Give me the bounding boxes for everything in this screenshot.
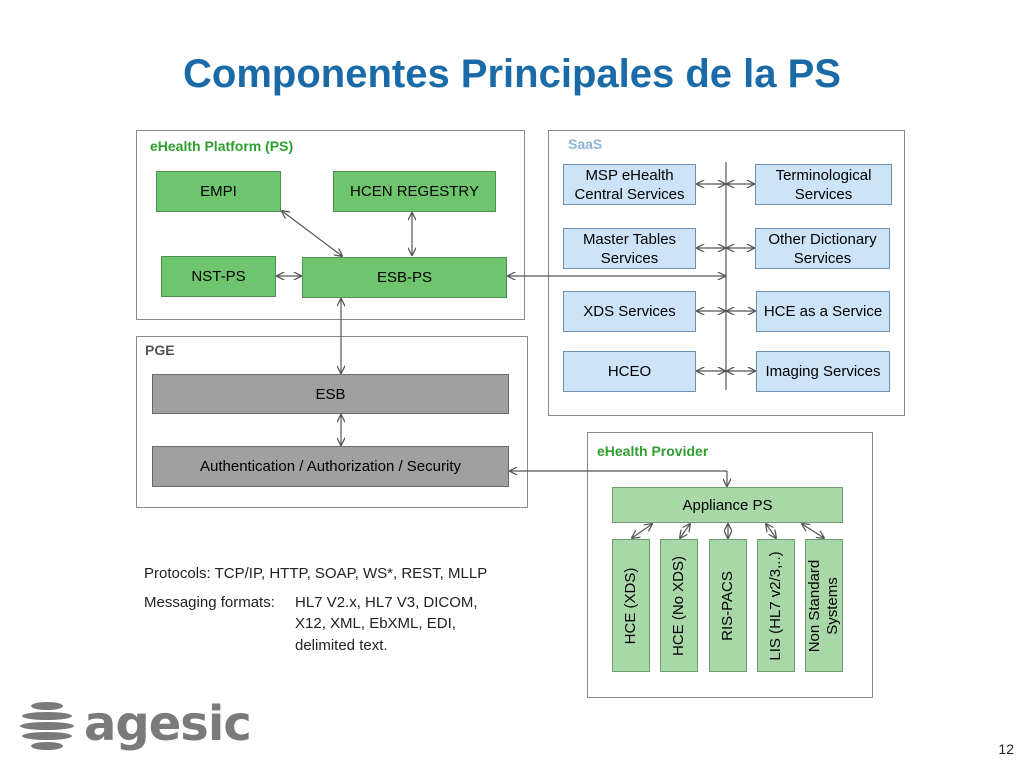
page-number: 12 [998,741,1014,757]
non-standard-systems-label: Non Standard Systems [806,559,841,652]
non-standard-systems-box: Non Standard Systems [805,539,843,672]
lis-label: LIS (HL7 v2/3,..) [767,550,784,661]
messaging-line-3: delimited text. [295,637,388,654]
agesic-logo-text: agesic [84,696,252,752]
protocols-value: TCP/IP, HTTP, SOAP, WS*, REST, MLLP [214,565,488,582]
imaging-services-box: Imaging Services [756,351,890,392]
agesic-logo-icon [20,702,74,750]
hceo-box: HCEO [563,351,696,392]
page-title: Componentes Principales de la PS [183,52,841,96]
master-tables-services-box: Master Tables Services [563,228,696,269]
ehealth-platform-label: eHealth Platform (PS) [150,138,294,154]
pge-label: PGE [145,342,175,358]
ris-pacs-box: RIS-PACS [709,539,747,672]
appliance-ps-box: Appliance PS [612,487,843,523]
ehealth-provider-label: eHealth Provider [597,443,709,459]
hce-as-a-service-box: HCE as a Service [756,291,890,332]
messaging-line-2: X12, XML, EbXML, EDI, [295,615,456,632]
other-dictionary-services-box: Other Dictionary Services [755,228,890,269]
hce-xds-label: HCE (XDS) [622,567,639,644]
messaging-line-1: HL7 V2.x, HL7 V3, DICOM, [295,594,478,611]
hce-no-xds-label: HCE (No XDS) [670,555,687,656]
hce-no-xds-box: HCE (No XDS) [660,539,698,672]
saas-label: SaaS [568,136,603,152]
terminological-services-box: Terminological Services [755,164,892,205]
authentication-box: Authentication / Authorization / Securit… [152,446,509,487]
nst-ps-box: NST-PS [161,256,276,297]
msp-ehealth-central-services-box: MSP eHealth Central Services [563,164,696,205]
protocols-line: Protocols: TCP/IP, HTTP, SOAP, WS*, REST… [144,565,487,582]
messaging-label: Messaging formats: [144,594,275,611]
xds-services-box: XDS Services [563,291,696,332]
ris-pacs-label: RIS-PACS [719,570,736,641]
protocols-label: Protocols: [144,565,211,582]
lis-box: LIS (HL7 v2/3,..) [757,539,795,672]
hce-xds-box: HCE (XDS) [612,539,650,672]
hcen-registry-box: HCEN REGESTRY [333,171,496,212]
esb-box: ESB [152,374,509,414]
empi-box: EMPI [156,171,281,212]
esb-ps-box: ESB-PS [302,257,507,298]
